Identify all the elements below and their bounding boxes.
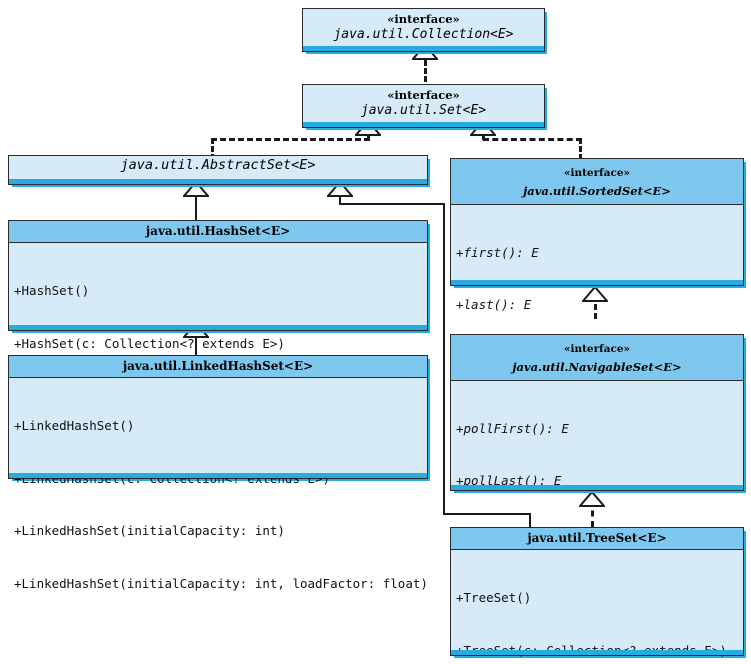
edge-abstractset-to-set-vertical xyxy=(211,138,214,160)
treeset-name: java.util.TreeSet<E> xyxy=(527,531,667,545)
linkedhashset-header: java.util.LinkedHashSet<E> xyxy=(9,356,427,379)
hashset-name: java.util.HashSet<E> xyxy=(145,224,291,238)
treeset-header: java.util.TreeSet<E> xyxy=(451,528,743,551)
arrowhead-abstractset-to-set xyxy=(355,120,381,136)
sortedset-name: java.util.SortedSet<E> xyxy=(523,183,671,198)
class-box-abstractset[interactable]: java.util.AbstractSet<E> xyxy=(8,155,428,185)
arrowhead-treeset-to-abstractset xyxy=(327,181,353,197)
method-row: +LinkedHashSet() xyxy=(14,418,135,434)
navigableset-name: java.util.NavigableSet<E> xyxy=(512,359,682,374)
set-header: «interface» java.util.Set<E> xyxy=(303,85,544,122)
method-row: +HashSet(c: Collection<? extends E>) xyxy=(14,335,285,351)
method-row: +first(): E xyxy=(456,244,539,260)
method-row: +HashSet() xyxy=(14,283,90,299)
collection-header: «interface» java.util.Collection<E> xyxy=(303,9,544,46)
method-row: +LinkedHashSet(initialCapacity: int) xyxy=(14,523,285,539)
abstractset-name: java.util.AbstractSet<E> xyxy=(120,157,316,173)
abstractset-header: java.util.AbstractSet<E> xyxy=(9,156,427,178)
edge-treeset-to-abstractset-vertical xyxy=(443,203,445,515)
method-row: +pollLast(): E xyxy=(456,473,562,489)
edge-linkedhashset-to-hashset xyxy=(195,331,197,355)
navigableset-stereotype: «interface» xyxy=(563,343,631,355)
treeset-base-bar xyxy=(451,650,743,655)
treeset-methods: +TreeSet() +TreeSet(c: Collection<? exte… xyxy=(451,550,743,664)
set-name: java.util.Set<E> xyxy=(360,102,487,118)
edge-sortedset-to-set-horizontal xyxy=(483,138,582,141)
edge-treeset-to-abstractset-stub xyxy=(339,190,341,205)
method-row: +pollFirst(): E xyxy=(456,420,569,436)
collection-base-bar xyxy=(303,46,544,51)
linkedhashset-base-bar xyxy=(9,473,427,478)
edge-sortedset-to-set-vertical xyxy=(579,138,582,160)
class-box-navigableset[interactable]: «interface» java.util.NavigableSet<E> +p… xyxy=(450,334,744,646)
sortedset-header: «interface» java.util.SortedSet<E> xyxy=(451,159,743,205)
collection-stereotype: «interface» xyxy=(387,12,460,26)
set-stereotype: «interface» xyxy=(387,88,460,102)
navigableset-header: «interface» java.util.NavigableSet<E> xyxy=(451,335,743,381)
edge-treeset-to-abstractset-top xyxy=(339,203,445,205)
collection-name: java.util.Collection<E> xyxy=(333,26,514,42)
class-box-linkedhashset[interactable]: java.util.LinkedHashSet<E> +LinkedHashSe… xyxy=(8,355,428,591)
method-row: +last(): E xyxy=(456,297,532,313)
hashset-base-bar xyxy=(9,325,427,330)
edge-abstractset-to-set-horizontal xyxy=(211,138,370,141)
sortedset-base-bar xyxy=(451,280,743,285)
navigableset-base-bar xyxy=(451,485,743,490)
edge-treeset-to-abstractset-bottom xyxy=(443,513,531,515)
edge-navigableset-to-sortedset xyxy=(594,295,597,319)
class-box-set[interactable]: «interface» java.util.Set<E> xyxy=(302,84,545,128)
linkedhashset-name: java.util.LinkedHashSet<E> xyxy=(122,359,314,373)
edge-hashset-to-abstractset xyxy=(195,190,197,220)
class-box-collection[interactable]: «interface» java.util.Collection<E> xyxy=(302,8,545,52)
abstractset-base-bar xyxy=(9,179,427,184)
method-row: +LinkedHashSet(initialCapacity: int, loa… xyxy=(14,575,428,591)
set-base-bar xyxy=(303,122,544,127)
arrowhead-navigableset-to-sortedset xyxy=(582,286,608,302)
arrowhead-set-to-collection xyxy=(412,44,438,60)
linkedhashset-methods: +LinkedHashSet() +LinkedHashSet(c: Colle… xyxy=(9,378,428,632)
class-box-sortedset[interactable]: «interface» java.util.SortedSet<E> +firs… xyxy=(450,158,744,417)
class-box-treeset[interactable]: java.util.TreeSet<E> +TreeSet() +TreeSet… xyxy=(450,527,744,658)
arrowhead-treeset-to-navigableset xyxy=(579,491,605,507)
class-box-hashset[interactable]: java.util.HashSet<E> +HashSet() +HashSet… xyxy=(8,220,428,456)
edge-treeset-to-abstractset-drop xyxy=(529,513,531,529)
arrowhead-hashset-to-abstractset xyxy=(183,181,209,197)
arrowhead-sortedset-to-set xyxy=(470,120,496,136)
edge-set-to-collection xyxy=(424,60,427,82)
sortedset-stereotype: «interface» xyxy=(563,167,631,179)
hashset-header: java.util.HashSet<E> xyxy=(9,221,427,244)
method-row: +TreeSet() xyxy=(456,590,532,606)
edge-treeset-to-navigableset xyxy=(591,500,594,527)
